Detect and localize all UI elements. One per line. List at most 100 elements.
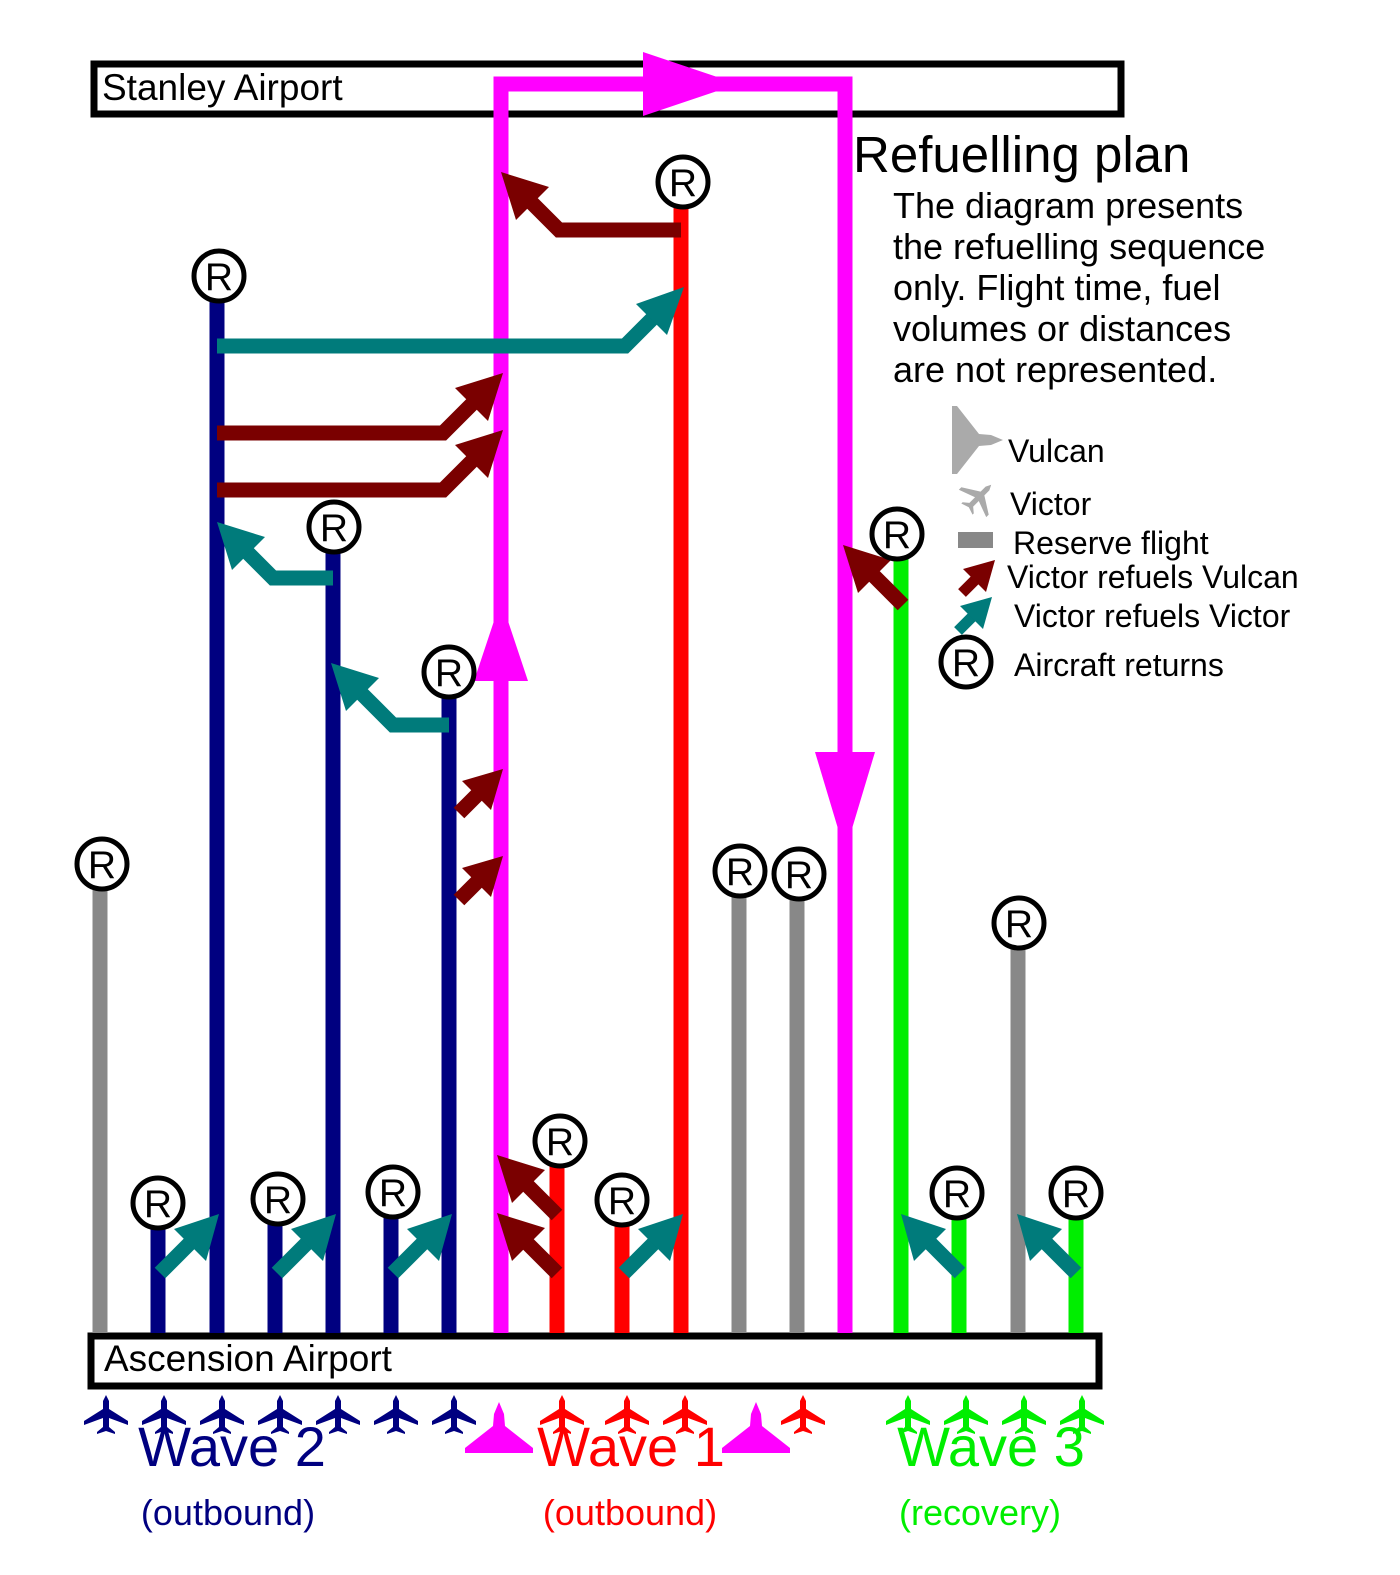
victor-to-victor-arrow xyxy=(217,287,684,354)
return-marker-label: R xyxy=(379,1172,407,1215)
description-line: are not represented. xyxy=(893,349,1217,390)
return-circle-icon xyxy=(421,644,477,700)
ascension-airport: Ascension Airport xyxy=(87,1332,1103,1390)
victor-icon xyxy=(84,1395,128,1434)
return-circle-icon xyxy=(869,506,925,562)
return-circle-icon xyxy=(594,1172,650,1228)
description-line: the refuelling sequence xyxy=(893,226,1265,267)
return-marker: R xyxy=(421,644,477,700)
victor-refuels-vulcan-arrow-icon xyxy=(958,560,995,597)
return-circle-icon xyxy=(1048,1165,1104,1221)
return-marker: R xyxy=(1048,1165,1104,1221)
diagram-title: Refuelling plan xyxy=(853,126,1190,183)
legend-label: Vulcan xyxy=(1008,433,1105,469)
victor-to-vulcan-arrow xyxy=(453,769,503,819)
return-circle-icon xyxy=(306,499,362,555)
return-circle-icon xyxy=(712,843,768,899)
victor-to-victor-arrow xyxy=(154,1214,219,1279)
wave3-label: Wave 3 (recovery) xyxy=(897,1415,1085,1533)
stanley-airport-label: Stanley Airport xyxy=(102,67,343,108)
return-circle-icon xyxy=(74,836,130,892)
return-marker: R xyxy=(594,1172,650,1228)
vulcan-route-arrow-down xyxy=(815,752,875,852)
legend: Vulcan Victor Reserve flight Victor refu… xyxy=(938,406,1299,690)
return-marker: R xyxy=(365,1164,421,1220)
stanley-airport: Stanley Airport xyxy=(90,60,1125,118)
return-marker-label: R xyxy=(144,1183,172,1226)
return-marker: R xyxy=(929,1165,985,1221)
victor-refuels-vulcan-transfers xyxy=(217,172,909,1279)
legend-label: Victor refuels Victor xyxy=(1014,598,1291,634)
return-circle-icon xyxy=(130,1175,186,1231)
return-marker-label: R xyxy=(205,256,233,299)
victor-to-victor-arrow xyxy=(618,1214,683,1279)
return-circle-icon xyxy=(771,846,827,902)
wave3-name: Wave 3 xyxy=(897,1415,1085,1478)
reserve-flight-swatch-icon xyxy=(958,532,993,548)
wave1-flights xyxy=(549,205,689,1333)
vulcan-icon xyxy=(952,406,1003,474)
wave2-name: Wave 2 xyxy=(138,1415,326,1478)
vulcan-route-arrow-up xyxy=(474,600,528,681)
reserve-flights xyxy=(92,888,1026,1333)
victor-to-victor-arrow xyxy=(901,1214,966,1279)
return-marker: R xyxy=(532,1113,588,1169)
victor-to-vulcan-arrow xyxy=(217,373,503,441)
wave1-label: Wave 1 (outbound) xyxy=(537,1415,725,1533)
wave2-label: Wave 2 (outbound) xyxy=(138,1415,326,1533)
victor-icon xyxy=(781,1395,825,1434)
legend-item-vulcan: Vulcan xyxy=(952,406,1105,474)
legend-item-victor-refuels-vulcan: Victor refuels Vulcan xyxy=(958,559,1299,597)
return-marker: R xyxy=(991,895,1047,951)
return-marker: R xyxy=(130,1175,186,1231)
victor-to-vulcan-arrow xyxy=(843,545,909,611)
legend-label: Victor refuels Vulcan xyxy=(1007,559,1299,595)
description-line: The diagram presents xyxy=(893,185,1243,226)
return-marker-label: R xyxy=(943,1173,971,1216)
return-marker: R xyxy=(869,506,925,562)
wave1-sub: (outbound) xyxy=(543,1492,717,1533)
wave3-sub: (recovery) xyxy=(899,1492,1061,1533)
victor-to-victor-arrow xyxy=(217,522,333,586)
return-marker-label: R xyxy=(264,1179,292,1222)
victor-to-victor-arrow xyxy=(387,1214,452,1279)
victor-to-victor-arrow xyxy=(271,1214,336,1279)
vulcan-icon xyxy=(465,1402,533,1453)
circled-r-icon: R xyxy=(938,634,994,690)
victor-to-vulcan-arrow xyxy=(453,856,503,906)
victor-icon xyxy=(432,1395,476,1434)
description-line: only. Flight time, fuel xyxy=(893,267,1220,308)
return-marker: R xyxy=(74,836,130,892)
vulcan-icon xyxy=(722,1402,790,1453)
return-marker-label: R xyxy=(669,162,697,205)
return-marker-label: R xyxy=(883,514,911,557)
return-marker-label: R xyxy=(88,844,116,887)
return-marker: R xyxy=(250,1171,306,1227)
return-marker-label: R xyxy=(726,851,754,894)
legend-item-victor-refuels-victor: Victor refuels Victor xyxy=(954,597,1291,635)
wave1-name: Wave 1 xyxy=(537,1415,725,1478)
return-marker: R xyxy=(771,846,827,902)
return-marker-label: R xyxy=(608,1180,636,1223)
legend-item-victor: Victor xyxy=(953,471,1092,523)
vulcan-route-arrow-right xyxy=(643,52,738,116)
legend-label: Aircraft returns xyxy=(1014,647,1224,683)
return-markers: R R R R R R R R R R R R R R R R xyxy=(74,154,1104,1231)
return-marker-label: R xyxy=(546,1121,574,1164)
diagram-description: The diagram presents the refuelling sequ… xyxy=(893,185,1265,390)
return-marker: R xyxy=(712,843,768,899)
legend-item-reserve: Reserve flight xyxy=(958,525,1209,561)
vulcan-route xyxy=(474,52,875,1333)
victor-icon xyxy=(374,1395,418,1434)
return-marker-label: R xyxy=(1062,1173,1090,1216)
ascension-airport-label: Ascension Airport xyxy=(104,1338,393,1379)
return-marker-label: R xyxy=(320,507,348,550)
wave2-sub: (outbound) xyxy=(141,1492,315,1533)
victor-to-vulcan-arrow xyxy=(497,1155,563,1221)
victor-to-vulcan-arrow xyxy=(497,1213,563,1279)
victor-refuels-victor-transfers xyxy=(154,287,1082,1279)
return-circle-icon xyxy=(365,1164,421,1220)
return-circle-icon xyxy=(655,154,711,210)
return-circle-icon xyxy=(250,1171,306,1227)
return-circle-icon xyxy=(191,248,247,304)
